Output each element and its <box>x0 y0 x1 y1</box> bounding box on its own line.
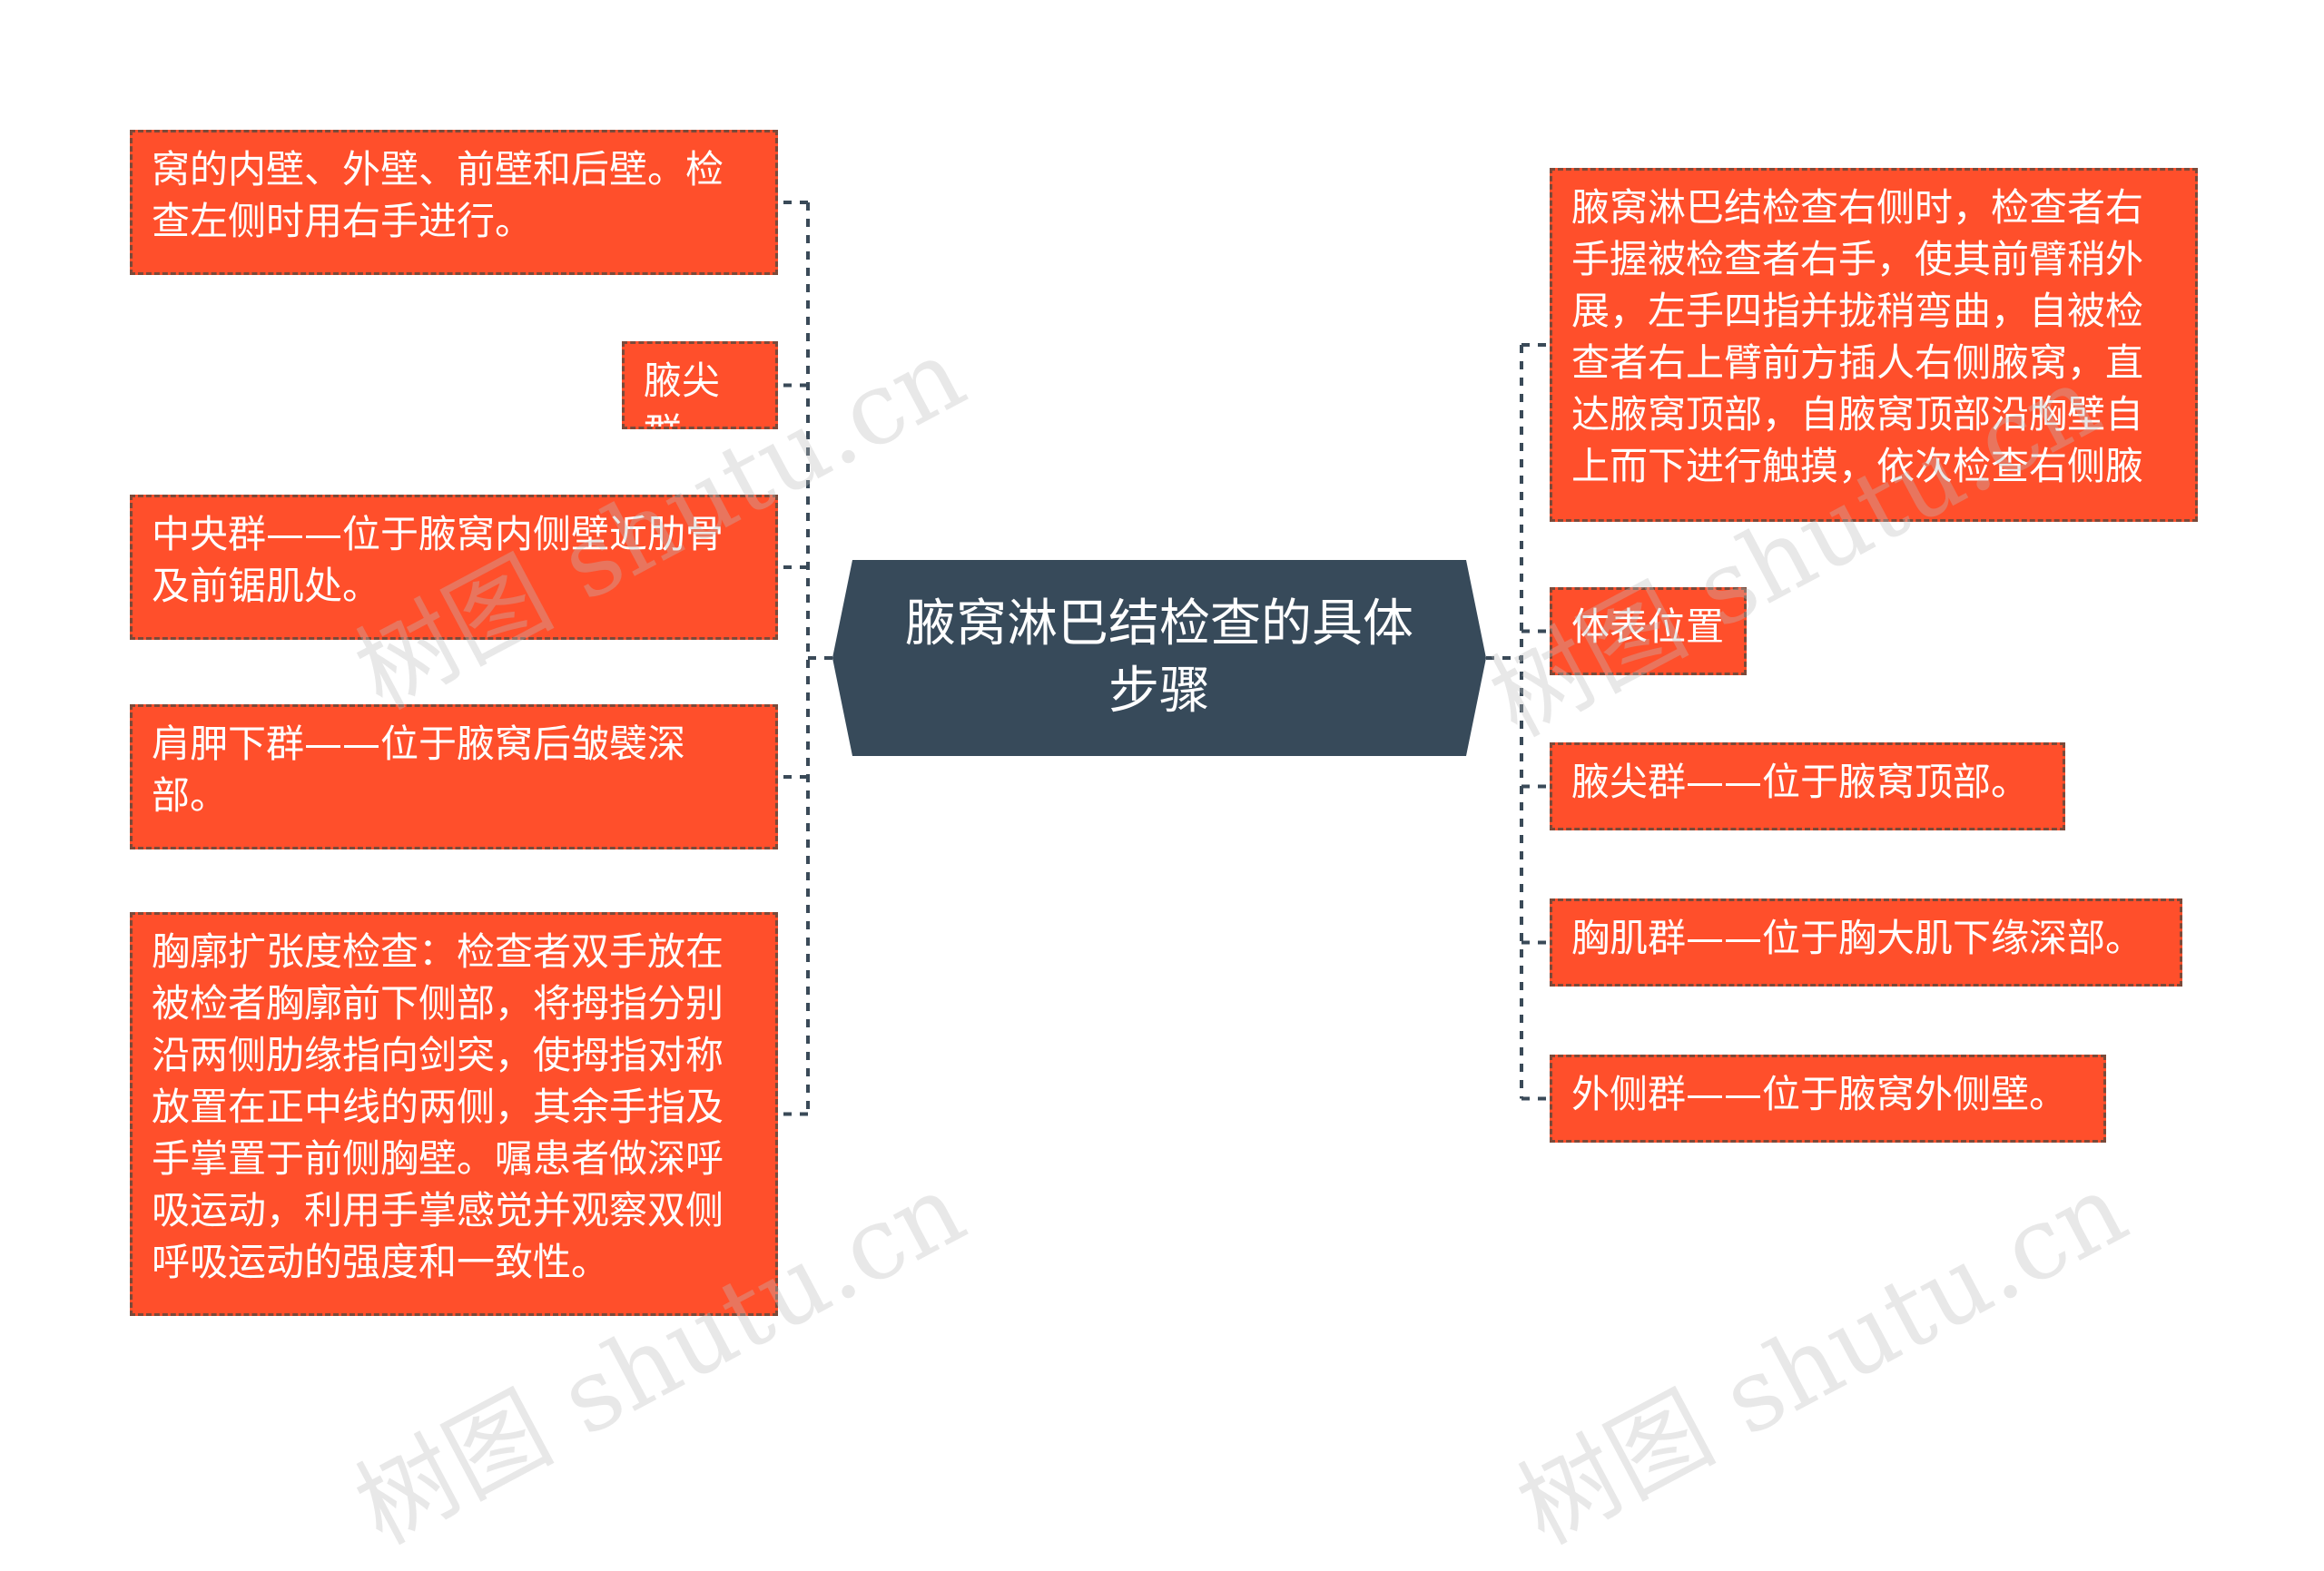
topic-left-4[interactable]: 肩胛下群——位于腋窝后皱襞深部。 <box>130 704 778 849</box>
topic-left-2[interactable]: 腋尖群 <box>622 341 778 429</box>
topic-right-3[interactable]: 腋尖群——位于腋窝顶部。 <box>1550 742 2065 830</box>
center-topic[interactable]: 腋窝淋巴结检查的具体步骤 <box>832 560 1486 756</box>
topic-right-2[interactable]: 体表位置 <box>1550 587 1747 675</box>
watermark: 树图 shutu.cn <box>1500 1150 2144 1566</box>
topic-right-5[interactable]: 外侧群——位于腋窝外侧壁。 <box>1550 1055 2106 1143</box>
topic-right-4-text: 胸肌群——位于胸大肌下缘深部。 <box>1571 916 2144 960</box>
topic-left-5[interactable]: 胸廓扩张度检查：检查者双手放在被检者胸廓前下侧部，将拇指分别沿两侧肋缘指向剑突，… <box>130 912 778 1316</box>
center-topic-label: 腋窝淋巴结检查的具体步骤 <box>905 594 1413 721</box>
topic-right-5-text: 外侧群——位于腋窝外侧壁。 <box>1571 1072 2068 1116</box>
topic-left-5-text: 胸廓扩张度检查：检查者双手放在被检者胸廓前下侧部，将拇指分别沿两侧肋缘指向剑突，… <box>152 929 724 1284</box>
topic-left-3-text: 中央群——位于腋窝内侧壁近肋骨及前锯肌处。 <box>152 512 724 608</box>
topic-left-2-text: 腋尖群 <box>644 358 721 427</box>
topic-right-1[interactable]: 腋窝淋巴结检查右侧时，检查者右手握被检查者右手，使其前臂稍外展，左手四指并拢稍弯… <box>1550 168 2198 522</box>
topic-right-4[interactable]: 胸肌群——位于胸大肌下缘深部。 <box>1550 898 2182 987</box>
topic-right-2-text: 体表位置 <box>1571 604 1725 649</box>
center-topic-shape <box>832 560 1486 756</box>
topic-left-4-text: 肩胛下群——位于腋窝后皱襞深部。 <box>152 722 686 818</box>
topic-left-1-text: 窝的内壁、外壁、前壁和后壁。检查左侧时用右手进行。 <box>152 147 724 243</box>
mindmap-canvas: 腋窝淋巴结检查的具体步骤 窝的内壁、外壁、前壁和后壁。检查左侧时用右手进行。 腋… <box>130 130 2198 1566</box>
topic-right-3-text: 腋尖群——位于腋窝顶部。 <box>1571 760 2030 804</box>
topic-right-1-text: 腋窝淋巴结检查右侧时，检查者右手握被检查者右手，使其前臂稍外展，左手四指并拢稍弯… <box>1571 185 2144 488</box>
topic-left-1[interactable]: 窝的内壁、外壁、前壁和后壁。检查左侧时用右手进行。 <box>130 130 778 275</box>
topic-left-3[interactable]: 中央群——位于腋窝内侧壁近肋骨及前锯肌处。 <box>130 495 778 640</box>
